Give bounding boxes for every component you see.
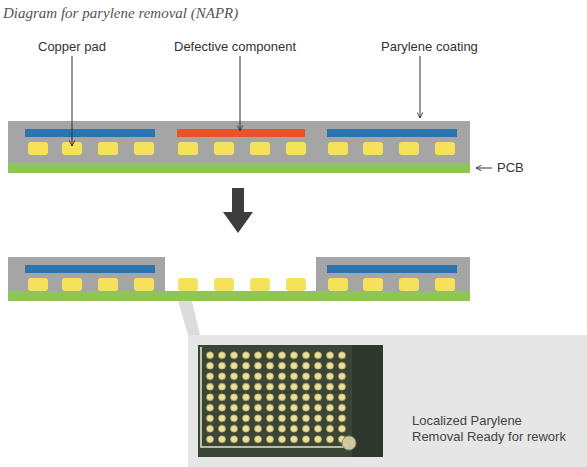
leader-line [72,56,73,146]
parylene-coating [8,121,470,164]
pcb-board [8,163,470,173]
copper-pad [435,278,455,291]
copper-pads [28,278,455,291]
copper-pad [214,142,234,155]
defective-component [177,129,305,137]
copper-pad [286,278,306,291]
part-label: PCB [497,160,524,175]
diagram-title: Diagram for parylene removal (NAPR) [3,5,238,22]
part-label: Copper pad [38,39,106,54]
part-label: Defective component [174,39,296,54]
copper-pad [250,142,270,155]
leader-line [420,56,421,118]
copper-pad [363,142,383,155]
copper-pad [328,142,348,155]
component [327,265,457,273]
process-arrow [223,188,253,233]
copper-pad [435,142,455,155]
caption-panel [188,335,587,467]
copper-pad [250,278,270,291]
copper-pad [178,278,198,291]
pcb-board [8,291,470,301]
copper-pad [214,278,234,291]
copper-pad [328,278,348,291]
parylene-coating [8,257,165,292]
copper-pad [134,278,154,291]
copper-pad [62,278,82,291]
copper-pad [28,142,48,155]
copper-pad [98,142,118,155]
component [25,265,155,273]
copper-pad [399,278,419,291]
copper-pad [98,278,118,291]
copper-pad [62,142,82,155]
part-label: Parylene coating [381,39,478,54]
leader-line [240,56,241,131]
copper-pad [134,142,154,155]
callout-wedge [178,301,200,335]
caption-text: Localized Parylene Removal Ready for rew… [412,413,576,445]
copper-pad [399,142,419,155]
component [327,129,457,137]
copper-pad [28,278,48,291]
parylene-coating [316,257,470,292]
copper-pad [178,142,198,155]
leader-line [476,168,492,169]
component [25,129,155,137]
copper-pad [286,142,306,155]
copper-pad [363,278,383,291]
copper-pads [28,142,455,155]
